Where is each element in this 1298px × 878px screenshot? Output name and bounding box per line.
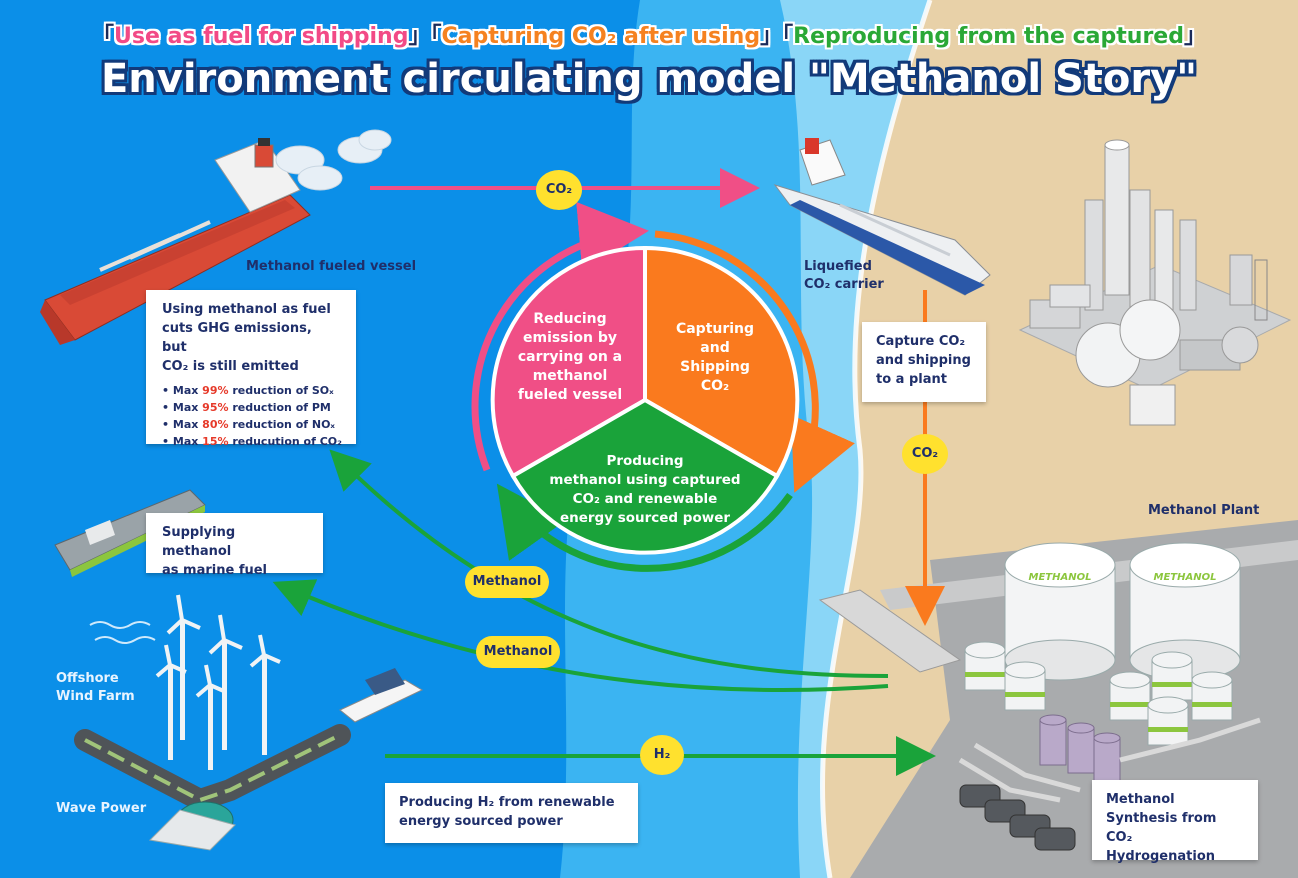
subtitle-fuel: Use as fuel for shipping xyxy=(114,24,409,49)
cycle-pink-line: fueled vessel xyxy=(517,387,623,403)
reactor-units xyxy=(1039,714,1121,784)
cycle-arc-orange xyxy=(654,230,855,493)
refinery-illustration xyxy=(1018,139,1292,426)
capture-line1: Capture CO₂ xyxy=(876,334,966,349)
label-wind-farm-line2: Wind Farm xyxy=(56,689,135,704)
cycle-orange-line: CO₂ xyxy=(700,378,730,394)
co2-badge-top: CO₂ xyxy=(536,170,582,210)
cycle-pink-line: Reducing xyxy=(533,311,607,327)
h2prod-line2: energy sourced power xyxy=(399,814,563,829)
page-title: Environment circulating model "Methanol … xyxy=(100,56,1198,102)
cycle-green-line: methanol using captured xyxy=(549,472,741,488)
bracket-close-2: 」 xyxy=(760,24,783,49)
bracket-open-2: 「 xyxy=(430,24,442,49)
label-wave-power: Wave Power xyxy=(56,801,147,816)
cycle-green-line: energy sourced power xyxy=(559,510,731,526)
synthesis-line3: CO₂ Hydrogenation xyxy=(1106,830,1216,864)
pier xyxy=(818,589,962,673)
wave-power-illustration xyxy=(74,724,351,851)
methanol-tank-large-1: METHANOL xyxy=(1004,542,1116,681)
cycle-orange-line: Capturing xyxy=(675,321,755,337)
synthesis-line2: Synthesis from xyxy=(1106,811,1217,826)
svg-text:METHANOL: METHANOL xyxy=(1029,572,1092,583)
subtitle-line: 「Use as fuel for shipping」「Capturing CO₂… xyxy=(0,18,1298,50)
synthesis-line1: Methanol xyxy=(1106,792,1175,807)
ghg-line2: cuts GHG emissions, but xyxy=(162,321,312,355)
ghg-bullet: • Max 15% reducution of CO₂ xyxy=(162,435,342,448)
subtitle-reproduce: Reproducing from the captured xyxy=(793,24,1184,49)
ghg-info-box: Using methanol as fuel cuts GHG emission… xyxy=(146,290,356,448)
motorboat-illustration xyxy=(339,668,424,723)
label-co2-carrier-line1: Liquefied xyxy=(804,259,872,274)
cycle-pink-line: emission by xyxy=(523,330,617,346)
cycle-segment-pink xyxy=(490,245,647,479)
cycle-text-orange: Capturing and Shipping CO₂ xyxy=(660,320,770,396)
cycle-pink-line: methanol xyxy=(532,368,608,384)
smoke-clouds xyxy=(275,129,392,191)
cycle-pink-line: carrying on a xyxy=(517,349,623,365)
cycle-text-pink: Reducing emission by carrying on a metha… xyxy=(505,310,635,405)
cycle-segment-orange xyxy=(643,245,800,479)
label-wind-farm-line1: Offshore xyxy=(56,671,119,686)
methanol-arrow-1 xyxy=(329,449,889,678)
synthesis-info-box: Methanol Synthesis from CO₂ Hydrogenatio… xyxy=(1092,780,1258,864)
methanol-badge-2: Methanol xyxy=(476,636,560,668)
compressor-units xyxy=(959,784,1076,851)
co2-carrier-illustration xyxy=(773,138,991,296)
methanol-fueled-vessel-illustration xyxy=(40,138,311,345)
capture-info-box: Capture CO₂ and shipping to a plant xyxy=(862,322,986,402)
capture-line3: to a plant xyxy=(876,372,947,387)
cycle-green-line: Producing xyxy=(606,453,684,469)
small-tanks xyxy=(964,641,1233,746)
label-methanol-vessel: Methanol fueled vessel xyxy=(246,259,417,274)
wind-turbines xyxy=(155,594,281,770)
label-wind-farm: Offshore Wind Farm xyxy=(56,670,135,706)
supply-line2: as marine fuel xyxy=(162,563,268,578)
bracket-open-3: 「 xyxy=(782,24,794,49)
bracket-open-1: 「 xyxy=(92,24,115,49)
cycle-segment-green xyxy=(510,397,780,555)
beach-edge xyxy=(819,0,933,878)
methanol-arrow-2 xyxy=(272,579,889,693)
h2-badge: H₂ xyxy=(640,735,684,775)
cycle-orange-line: Shipping xyxy=(680,359,750,375)
cycle-arc-green xyxy=(496,483,793,572)
svg-text:METHANOL: METHANOL xyxy=(1154,572,1217,583)
supply-line1: Supplying methanol xyxy=(162,525,236,559)
ghg-line3: CO₂ is still emitted xyxy=(162,359,299,374)
ghg-line1: Using methanol as fuel xyxy=(162,302,331,317)
bracket-close-1: 」 xyxy=(408,24,431,49)
cycle-orange-line: and xyxy=(700,340,730,356)
supply-info-box: Supplying methanol as marine fuel xyxy=(146,513,323,578)
capture-line2: and shipping xyxy=(876,353,971,368)
methanol-badge-1: Methanol xyxy=(465,566,549,598)
ghg-bullet: • Max 95% reduction of PM xyxy=(162,401,331,414)
wave-lines xyxy=(89,621,156,644)
bracket-close-3: 」 xyxy=(1183,24,1206,49)
label-methanol-plant: Methanol Plant xyxy=(1148,503,1260,518)
pipes xyxy=(958,717,1261,803)
ghg-bullet: • Max 80% reduction of NOₓ xyxy=(162,418,335,431)
cycle-green-line: CO₂ and renewable xyxy=(572,491,718,507)
label-co2-carrier: Liquefied CO₂ carrier xyxy=(804,258,884,294)
subtitle-capture: Capturing CO₂ after using xyxy=(441,24,761,49)
h2prod-line1: Producing H₂ from renewable xyxy=(399,795,615,810)
ghg-bullet: • Max 99% reduction of SOₓ xyxy=(162,384,334,397)
label-co2-carrier-line2: CO₂ carrier xyxy=(804,277,884,292)
ghg-bullet-list: • Max 99% reduction of SOₓ • Max 95% red… xyxy=(162,382,342,450)
co2-badge-right: CO₂ xyxy=(902,434,948,474)
h2-production-box: Producing H₂ from renewable energy sourc… xyxy=(385,783,638,843)
cycle-arc-pink xyxy=(471,201,649,472)
cycle-text-green: Producing methanol using captured CO₂ an… xyxy=(535,452,755,528)
